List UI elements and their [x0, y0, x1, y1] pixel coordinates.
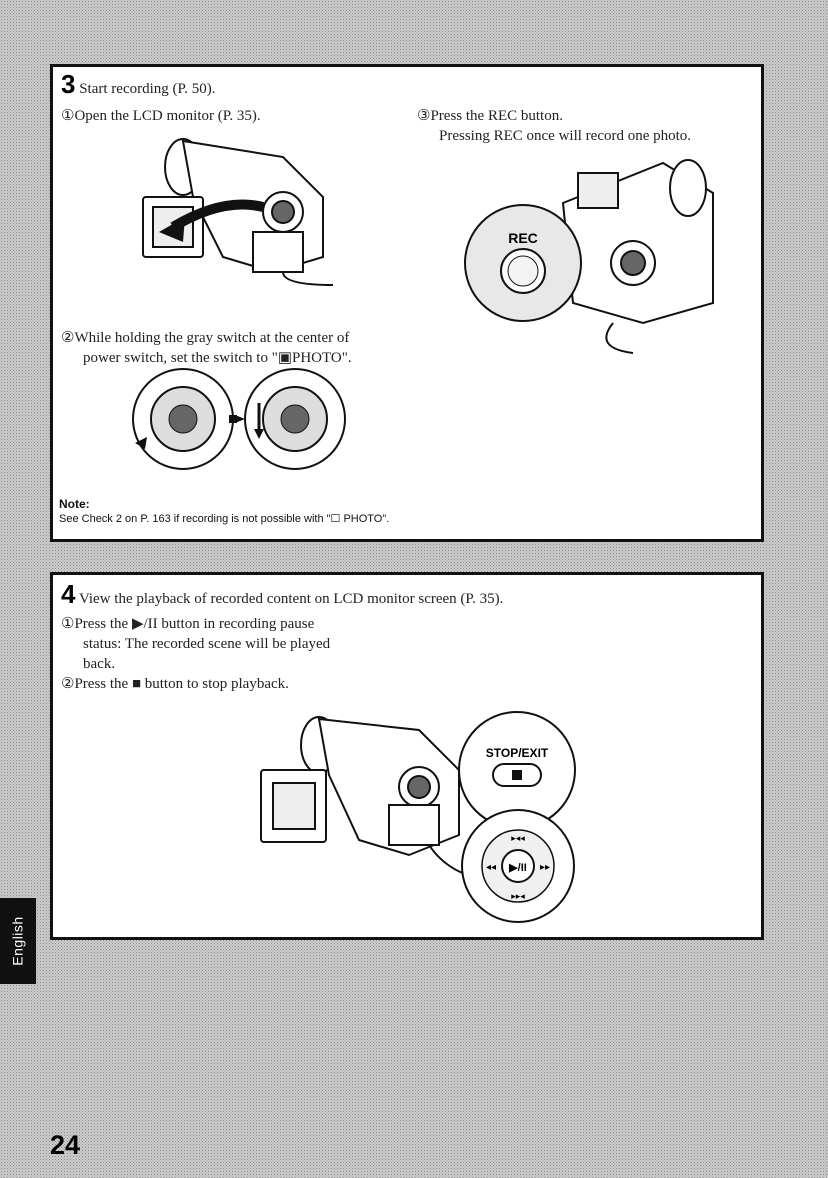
step-3-sub2-line2: power switch, set the switch to "▣PHOTO"… [83, 350, 352, 366]
language-tab-label: English [10, 916, 27, 966]
stop-button-callout: STOP/EXIT [458, 711, 576, 829]
step-4-number: 4 [61, 579, 76, 609]
step-3-sub1: ①Open the LCD monitor (P. 35). [61, 108, 261, 124]
step-3-sub3-line1: ③Press the REC button. [417, 108, 563, 124]
note-title: Note: [59, 497, 90, 511]
step-3-heading: 3 Start recording (P. 50). [61, 71, 216, 99]
rec-label: REC [508, 230, 538, 246]
step-3-sub3-line2: Pressing REC once will record one photo. [439, 128, 692, 144]
power-switch-illustration [132, 368, 346, 470]
stop-exit-label: STOP/EXIT [486, 746, 549, 760]
camcorder-open-lcd-illustration [142, 138, 334, 286]
play-pause-button[interactable] [501, 849, 535, 883]
step-3-number: 3 [61, 69, 76, 99]
note-text: See Check 2 on P. 163 if recording is no… [59, 513, 390, 525]
step-4-sub2: ②Press the ■ button to stop playback. [61, 676, 289, 692]
skip-up-icon: ▸◂◂ [511, 834, 525, 844]
step-3-title: Start recording (P. 50). [79, 81, 216, 97]
step-4-title: View the playback of recorded content on… [78, 591, 504, 607]
step-3-panel: 3 Start recording (P. 50). ①Open the LCD… [50, 64, 764, 542]
play-pause-callout: ▶/II ▸◂◂ ▸▸◂ ◂◂ ▸▸ [461, 809, 575, 923]
page-number: 24 [50, 1130, 81, 1160]
step-4-sub1-line1: ①Press the ▶/II button in recording paus… [61, 616, 315, 632]
stop-icon [512, 770, 522, 780]
language-tab: English [0, 898, 36, 984]
fast-forward-icon: ▸▸ [540, 862, 550, 873]
step-4-panel: 4 View the playback of recorded content … [50, 572, 764, 940]
step-4-sub1-line3: back. [83, 656, 116, 672]
rec-button-illustration: REC [464, 159, 714, 354]
step-3-sub2-line1: ②While holding the gray switch at the ce… [61, 330, 350, 346]
camcorder-playback-illustration [260, 716, 490, 881]
play-pause-label: ▶/II [508, 862, 527, 874]
rewind-icon: ◂◂ [486, 862, 496, 873]
skip-down-icon: ▸▸◂ [511, 892, 525, 902]
step-4-sub1-line2: status: The recorded scene will be playe… [83, 636, 331, 652]
step-4-heading: 4 View the playback of recorded content … [61, 581, 504, 609]
